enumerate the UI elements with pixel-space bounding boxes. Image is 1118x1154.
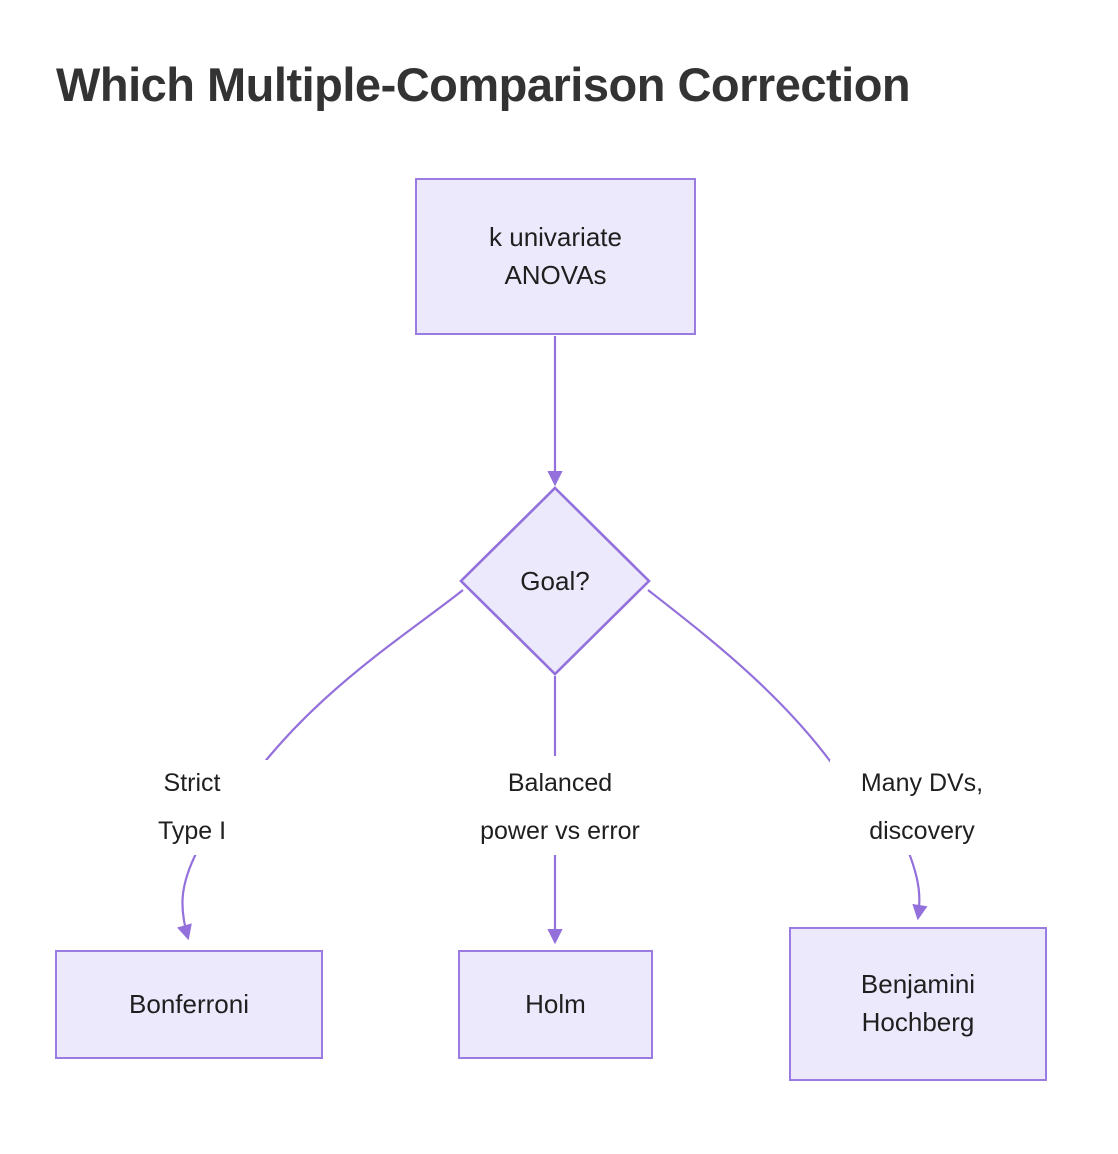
node-benjamini-hochberg[interactable]: Benjamini Hochberg xyxy=(789,927,1047,1081)
edge-label-strict-type-i: Strict Type I xyxy=(106,760,278,855)
edge-goal-to-bonferroni-lower xyxy=(177,845,201,941)
node-bonferroni[interactable]: Bonferroni xyxy=(55,950,323,1059)
node-goal-decision[interactable]: Goal? xyxy=(461,488,649,674)
edge-goal-to-bh-lower xyxy=(905,847,928,921)
node-goal-label: Goal? xyxy=(520,565,590,596)
node-holm[interactable]: Holm xyxy=(458,950,653,1059)
edge-label-many-dvs-discovery: Many DVs, discovery xyxy=(830,760,1014,855)
edge-label-balanced-power-vs-error: Balanced power vs error xyxy=(440,760,680,855)
node-k-univariate-anovas[interactable]: k univariate ANOVAs xyxy=(415,178,696,335)
page-title: Which Multiple-Comparison Correction xyxy=(56,58,911,111)
edge-goal-to-bh-upper xyxy=(647,589,846,783)
